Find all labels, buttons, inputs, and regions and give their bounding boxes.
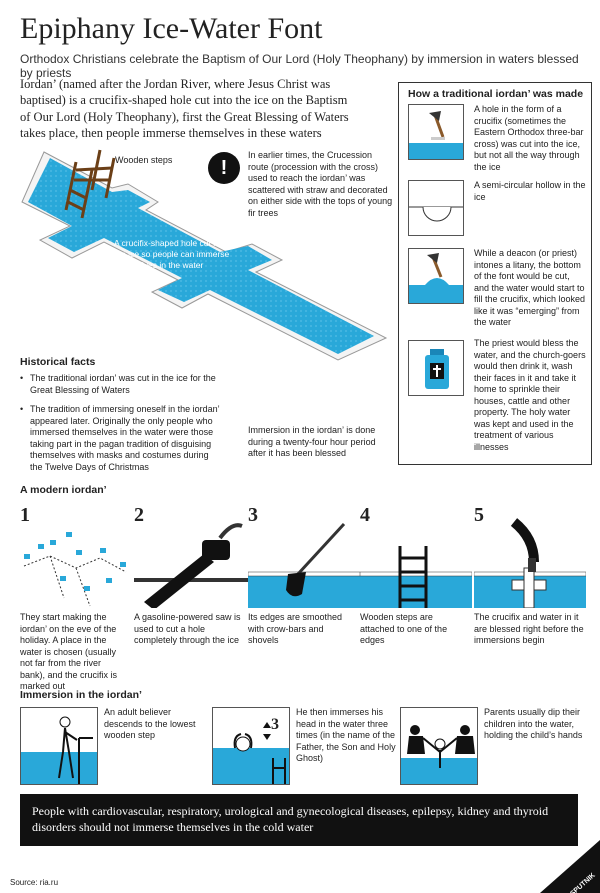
chainsaw-icon xyxy=(134,523,250,608)
modern-step-number: 4 xyxy=(360,504,370,526)
traditional-step-1: A hole in the form of a crucifix (someti… xyxy=(474,104,584,172)
procession-note: In earlier times, the Crucession route (… xyxy=(248,150,393,218)
ladder-icon xyxy=(360,546,472,608)
hole-label: A crucifix-shaped hole cut into the ice … xyxy=(114,238,230,270)
head-immersion-illustration xyxy=(212,707,290,785)
modern-step-3-text: Its edges are smoothed with crow-bars an… xyxy=(248,612,343,646)
modern-step-number: 1 xyxy=(20,504,30,526)
hollow-illustration xyxy=(408,180,464,236)
immersion-step-2: He then immerses his head in the water t… xyxy=(296,707,396,764)
blessing-cross-icon xyxy=(474,518,586,608)
intro-text: Iordan’ (named after the Jordan River, w… xyxy=(20,77,349,140)
historical-item: The traditional iordan’ was cut in the i… xyxy=(20,373,220,396)
believer-descending-illustration xyxy=(20,707,98,785)
source-credit: Source: ria.ru xyxy=(10,878,59,887)
immersion-note: Immersion in the iordan’ is done during … xyxy=(248,425,376,459)
modern-heading: A modern iordan’ xyxy=(20,484,107,496)
historical-item: The tradition of immersing oneself in th… xyxy=(20,404,220,473)
crucifix-pool-illustration xyxy=(21,149,388,361)
historical-heading: Historical facts xyxy=(20,356,96,368)
wooden-steps-label: Wooden steps xyxy=(115,155,173,165)
modern-step-number: 5 xyxy=(474,504,484,526)
exclamation-icon: ! xyxy=(208,152,240,184)
page-subtitle: Orthodox Christians celebrate the Baptis… xyxy=(20,52,579,80)
historical-list: The traditional iordan’ was cut in the i… xyxy=(20,373,220,481)
traditional-heading: How a traditional iordan’ was made xyxy=(408,88,584,100)
font-filling-illustration xyxy=(408,248,464,304)
immersion-step-1: An adult believer descends to the lowest… xyxy=(104,707,196,741)
modern-step-number: 2 xyxy=(134,504,144,526)
traditional-step-3: While a deacon (or priest) intones a lit… xyxy=(474,248,586,328)
holy-water-jar-icon xyxy=(408,340,464,396)
immersion-heading: Immersion in the iordan’ xyxy=(20,689,142,701)
times-three-label: 3 xyxy=(271,716,279,733)
child-dipping-illustration xyxy=(400,707,478,785)
shovel-icon xyxy=(248,522,360,608)
modern-step-2-text: A gasoline-powered saw is used to cut a … xyxy=(134,612,241,646)
traditional-panel xyxy=(398,82,592,465)
health-warning-banner: People with cardiovascular, respiratory,… xyxy=(20,794,578,846)
wooden-steps-icon xyxy=(64,149,116,219)
modern-step-number: 3 xyxy=(248,504,258,526)
sputnik-logo-icon: SPUTNIK xyxy=(540,840,600,893)
ice-cut-axe-illustration xyxy=(408,104,464,160)
flag-markers-illustration xyxy=(23,532,127,607)
traditional-step-4: The priest would bless the water, and th… xyxy=(474,338,586,452)
immersion-step-3: Parents usually dip their children into … xyxy=(484,707,583,741)
traditional-step-2: A semi-circular hollow in the ice xyxy=(474,180,586,202)
modern-step-1-text: They start making the iordan’ on the eve… xyxy=(20,612,118,692)
modern-step-4-text: Wooden steps are attached to one of the … xyxy=(360,612,448,646)
modern-step-5-text: The crucifix and water in it are blessed… xyxy=(474,612,584,646)
page-title: Epiphany Ice-Water Font xyxy=(20,12,323,45)
